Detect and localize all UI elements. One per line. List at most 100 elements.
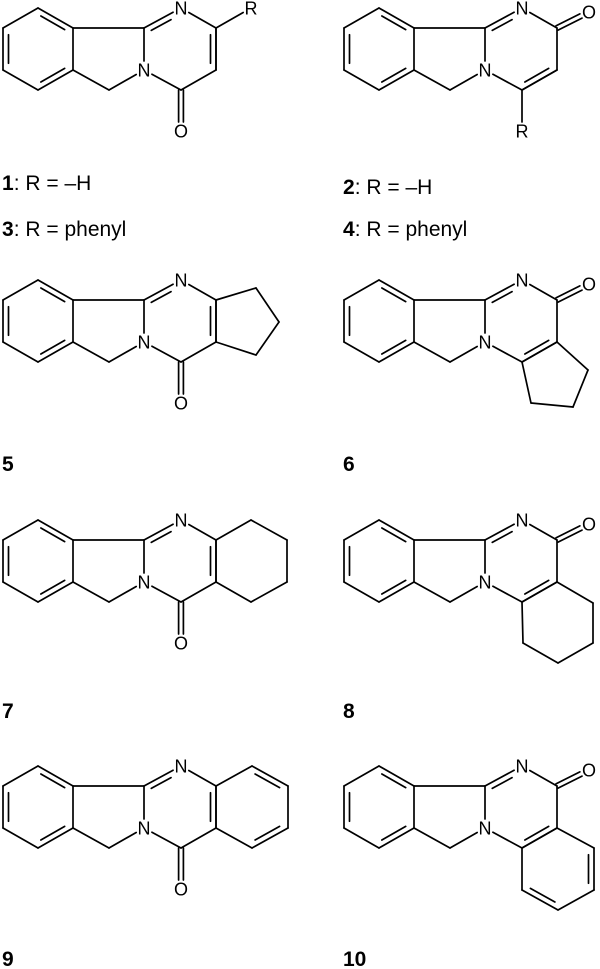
double-bond [37, 69, 74, 91]
single-bond [343, 581, 380, 603]
caption-compound-3: 3: R = phenyl [2, 218, 126, 241]
double-bond [378, 69, 415, 91]
single-bond [215, 765, 253, 787]
double-bond-inner [381, 339, 407, 355]
double-bond [521, 581, 558, 603]
nitrogen-atom-label: N [479, 573, 492, 593]
double-bond [557, 529, 583, 543]
single-bond [343, 341, 380, 363]
double-bond-inner [381, 287, 407, 303]
single-bond [449, 585, 479, 603]
oxygen-atom-label: O [582, 3, 596, 23]
caption-compound-7: 7 [2, 700, 14, 723]
compound-number: 4 [343, 218, 355, 241]
oxygen-atom-label: O [582, 515, 596, 535]
caption-compound-9: 9 [2, 948, 14, 969]
nitrogen-atom-label: N [516, 271, 529, 291]
double-bond [555, 771, 581, 785]
double-bond [37, 827, 74, 849]
double-bond [521, 889, 559, 911]
double-bond [484, 283, 515, 301]
nitrogen-atom-label: N [516, 0, 529, 19]
nitrogen-atom-label: N [138, 333, 151, 353]
single-bond [528, 769, 558, 787]
double-bond [37, 279, 74, 301]
single-bond [250, 519, 288, 541]
oxygen-atom-label: O [582, 761, 596, 781]
single-bond [2, 279, 39, 301]
double-bond [378, 519, 415, 541]
caption-compound-10: 10 [343, 948, 366, 969]
caption-compound-4: 4: R = phenyl [343, 218, 467, 241]
single-bond [215, 827, 253, 849]
double-bond [37, 341, 74, 363]
compound-number: 9 [2, 948, 14, 969]
substituent-r-label: R [516, 122, 529, 142]
single-bond [343, 827, 380, 849]
single-bond [521, 601, 524, 644]
double-bond-inner [150, 290, 172, 304]
double-bond-inner [381, 579, 407, 595]
compound-caption: : R = –H [355, 176, 433, 199]
single-bond [215, 341, 257, 356]
caption-compound-2: 2: R = –H [343, 176, 432, 199]
single-bond [215, 581, 252, 603]
single-bond [343, 279, 380, 301]
single-bond [255, 287, 280, 323]
double-bond-inner [381, 825, 407, 841]
double-bond-inner [40, 579, 66, 595]
caption-compound-1: 1: R = –H [2, 172, 91, 195]
single-bond [343, 7, 380, 29]
compound-number: 7 [2, 700, 14, 723]
single-bond [521, 361, 532, 404]
double-bond [143, 523, 174, 541]
double-bond-inner [524, 579, 550, 595]
compound-number: 1 [2, 172, 14, 195]
nitrogen-atom-label: N [479, 61, 492, 81]
single-bond [492, 345, 523, 363]
double-bond-inner [491, 290, 513, 304]
single-bond [556, 827, 595, 849]
double-bond-inner [381, 773, 407, 789]
double-bond-inner [40, 67, 66, 83]
single-bond [250, 581, 288, 603]
single-bond [215, 287, 257, 301]
double-bond-inner [381, 527, 407, 543]
double-bond [521, 69, 558, 91]
double-bond [555, 525, 581, 539]
single-bond [528, 283, 558, 301]
single-bond [413, 827, 451, 849]
double-bond-inner [150, 776, 172, 790]
double-bond [557, 289, 583, 303]
double-bond [37, 581, 74, 603]
double-bond [143, 283, 174, 301]
single-bond [108, 585, 138, 603]
compound-caption: : R = phenyl [355, 218, 468, 241]
double-bond [378, 765, 415, 787]
double-bond [557, 775, 583, 789]
caption-compound-5: 5 [2, 453, 14, 476]
oxygen-atom-label: O [174, 880, 188, 900]
double-bond-inner [254, 825, 281, 841]
double-bond-inner [254, 773, 281, 789]
single-bond [72, 341, 110, 363]
compound-number: 5 [2, 453, 14, 476]
nitrogen-atom-label: N [175, 511, 188, 531]
double-bond [521, 341, 558, 363]
double-bond-inner [150, 530, 172, 544]
double-bond [555, 13, 581, 27]
double-bond-inner [381, 67, 407, 83]
nitrogen-atom-label: N [479, 333, 492, 353]
molecule-2: N N O R [343, 0, 596, 142]
single-bond [72, 69, 110, 91]
caption-compound-6: 6 [343, 453, 355, 476]
double-bond [251, 765, 289, 787]
single-bond [572, 369, 589, 408]
double-bond [251, 827, 289, 849]
oxygen-atom-label: O [174, 634, 188, 654]
single-bond [528, 11, 558, 29]
single-bond [413, 581, 451, 603]
double-bond [143, 11, 174, 29]
